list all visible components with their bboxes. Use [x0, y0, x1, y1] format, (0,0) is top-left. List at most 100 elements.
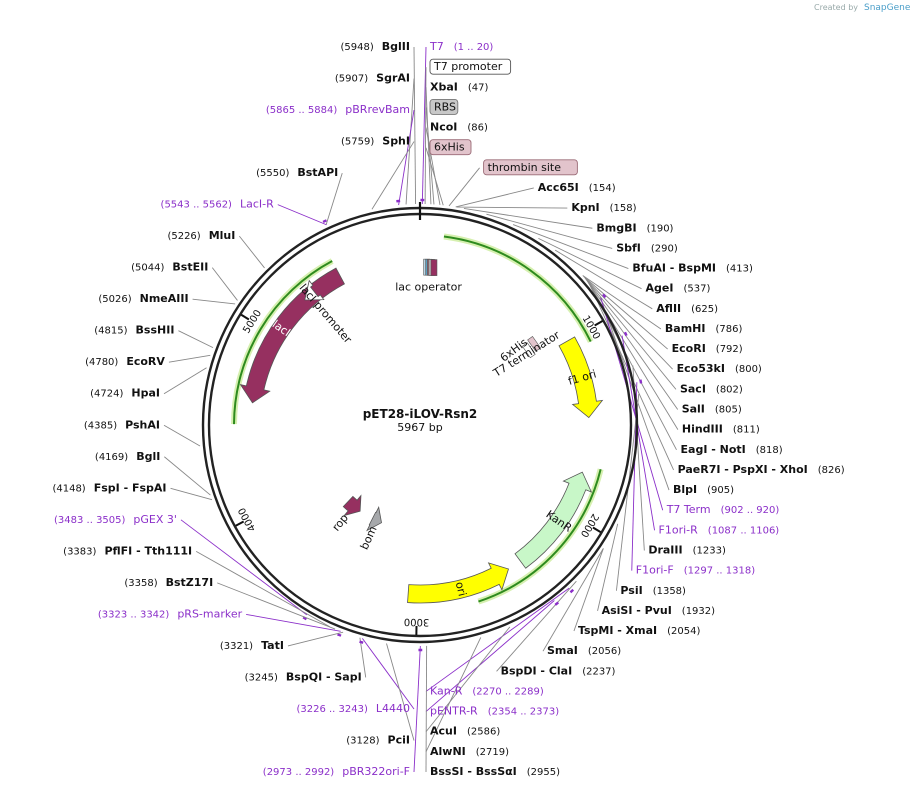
label-bsteii[interactable]: BstEII(5044): [131, 261, 208, 274]
label-smai[interactable]: SmaI(2056): [547, 644, 621, 657]
label-acui[interactable]: AcuI(2586): [430, 725, 500, 738]
site-position: (5865 .. 5884): [266, 105, 338, 116]
label-draiii[interactable]: DraIII(1233): [648, 543, 726, 556]
label-ecori[interactable]: EcoRI(792): [672, 342, 743, 355]
label-6xhis[interactable]: 6xHis: [429, 139, 472, 156]
feature-laci[interactable]: lacI: [239, 267, 345, 404]
feature-label: bom: [358, 524, 380, 552]
leader-line: [554, 249, 653, 310]
label-sphi[interactable]: SphI(5759): [341, 135, 410, 148]
feature-kanr[interactable]: KanR: [514, 471, 593, 569]
label-sbfi[interactable]: SbfI(290): [616, 241, 678, 254]
feature-bom[interactable]: bom: [358, 505, 382, 552]
label-rbs[interactable]: RBS: [429, 98, 459, 115]
site-position: (902 .. 920): [721, 505, 780, 516]
leader-line: [584, 277, 673, 370]
leader-line: [211, 267, 238, 301]
site-position: (413): [726, 264, 753, 275]
site-position: (190): [647, 223, 674, 234]
site-position: (2955): [527, 767, 560, 778]
label-fspi-fspai[interactable]: FspI - FspAI(4148): [52, 481, 166, 494]
site-name: BstAPI: [297, 166, 338, 179]
label-psii[interactable]: PsiI(1358): [620, 584, 686, 597]
label-eagi-noti[interactable]: EagI - NotI(818): [681, 443, 783, 456]
feature-arrow: [342, 494, 362, 517]
site-name: AgeI: [646, 282, 674, 295]
label-ncoi[interactable]: NcoI(86): [430, 121, 488, 134]
lac-operator-label: lac operator: [395, 280, 462, 293]
site-position: (905): [707, 485, 734, 496]
leader-line: [573, 548, 604, 632]
label-pshai[interactable]: PshAI(4385): [84, 418, 160, 431]
plasmid-center: pET28-iLOV-Rsn2 5967 bp: [363, 407, 478, 434]
label-laci-r[interactable]: LacI-R(5543 .. 5562): [161, 198, 275, 211]
label-saci[interactable]: SacI(802): [680, 382, 743, 395]
label-t7[interactable]: T7(1 .. 20): [429, 40, 493, 53]
label-bglii[interactable]: BglII(5948): [341, 40, 410, 53]
label-nmeaiii[interactable]: NmeAIII(5026): [98, 292, 188, 305]
label-agei[interactable]: AgeI(537): [646, 282, 711, 295]
label-l4440[interactable]: L4440(3226 .. 3243): [296, 702, 410, 715]
label-eco53ki[interactable]: Eco53kI(800): [677, 362, 762, 375]
label-tati[interactable]: TatI(3321): [220, 639, 284, 652]
leader-line: [359, 637, 367, 678]
feature-arrow: [366, 505, 382, 532]
label-ecorv[interactable]: EcoRV(4780): [85, 355, 165, 368]
label-kan-r[interactable]: Kan-R(2270 .. 2289): [430, 684, 544, 697]
label-bmgbi[interactable]: BmgBI(190): [596, 221, 673, 234]
feature-ori[interactable]: ori: [407, 562, 510, 604]
label-prs-marker[interactable]: pRS-marker(3323 .. 3342): [98, 607, 243, 620]
label-f1ori-f[interactable]: F1ori-F(1297 .. 1318): [636, 564, 755, 577]
label-mlui[interactable]: MluI(5226): [167, 229, 235, 242]
label-bspdi-clai[interactable]: BspDI - ClaI(2237): [501, 664, 616, 677]
label-alwni[interactable]: AlwNI(2719): [430, 745, 509, 758]
label-thrombin-site[interactable]: thrombin site: [483, 159, 578, 176]
label-bstapi[interactable]: BstAPI(5550): [256, 166, 338, 179]
label-t7-promoter[interactable]: T7 promoter: [429, 58, 512, 75]
site-position: (802): [716, 384, 743, 395]
label-acc65i[interactable]: Acc65I(154): [538, 181, 616, 194]
label-aflii[interactable]: AflII(625): [656, 302, 718, 315]
site-position: (5226): [167, 231, 200, 242]
label-hindiii[interactable]: HindIII(811): [682, 423, 760, 436]
label-bstz17i[interactable]: BstZ17I(3358): [124, 576, 213, 589]
label-pentr-r[interactable]: pENTR-R(2354 .. 2373): [430, 705, 559, 718]
label-sali[interactable]: SalI(805): [682, 403, 742, 416]
label-bsssi-bsss-i[interactable]: BssSI - BssSαI(2955): [430, 765, 560, 778]
label-pgex-3[interactable]: pGEX 3'(3483 .. 3505): [54, 513, 177, 526]
label-tspmi-xmai[interactable]: TspMI - XmaI(2054): [578, 624, 701, 637]
site-position: (1932): [682, 606, 715, 617]
label-pflfi-tth111i[interactable]: PflFI - Tth111I(3383): [63, 544, 192, 557]
label-asisi-pvui[interactable]: AsiSI - PvuI(1932): [602, 604, 716, 617]
leader-line: [584, 277, 677, 390]
tick-mark: [235, 520, 245, 527]
label-blpi[interactable]: BlpI(905): [673, 483, 734, 496]
label-kpni[interactable]: KpnI(158): [571, 201, 636, 214]
orf-line: [443, 235, 592, 343]
site-name: BspQI - SapI: [286, 670, 362, 683]
site-position: (4385): [84, 420, 117, 431]
label-bamhi[interactable]: BamHI(786): [665, 322, 743, 335]
site-position: (5759): [341, 137, 374, 148]
site-position: (2354 .. 2373): [488, 707, 560, 718]
orf-arcs: [231, 233, 604, 605]
label-sgrai[interactable]: SgrAI(5907): [335, 72, 410, 85]
label-xbai[interactable]: XbaI(47): [430, 80, 489, 93]
feature-f1-ori[interactable]: f1 ori: [558, 336, 604, 419]
label-hpai[interactable]: HpaI(4724): [90, 387, 160, 400]
credit-prefix: Created by: [814, 3, 858, 12]
label-t7-term[interactable]: T7 Term(902 .. 920): [666, 503, 780, 516]
label-f1ori-r[interactable]: F1ori-R(1087 .. 1106): [659, 523, 780, 536]
label-bfuai-bspmi[interactable]: BfuAI - BspMI(413): [632, 262, 753, 275]
feature-label-text: T7 promoter: [433, 60, 503, 73]
label-pcii[interactable]: PciI(3128): [346, 733, 410, 746]
label-bspqi-sapi[interactable]: BspQI - SapI(3245): [245, 670, 362, 683]
site-position: (3358): [124, 578, 157, 589]
label-pbrrevbam[interactable]: pBRrevBam(5865 .. 5884): [266, 103, 410, 116]
label-pbr322ori-f[interactable]: pBR322ori-F(2973 .. 2992): [263, 765, 410, 778]
label-bgli[interactable]: BglI(4169): [95, 450, 160, 463]
feature-label-box: [429, 98, 459, 115]
label-paer7i-pspxi-xhoi[interactable]: PaeR7I - PspXI - XhoI(826): [678, 463, 845, 476]
label-bsshii[interactable]: BssHII(4815): [94, 324, 174, 337]
feature-rop[interactable]: rop: [330, 494, 362, 534]
